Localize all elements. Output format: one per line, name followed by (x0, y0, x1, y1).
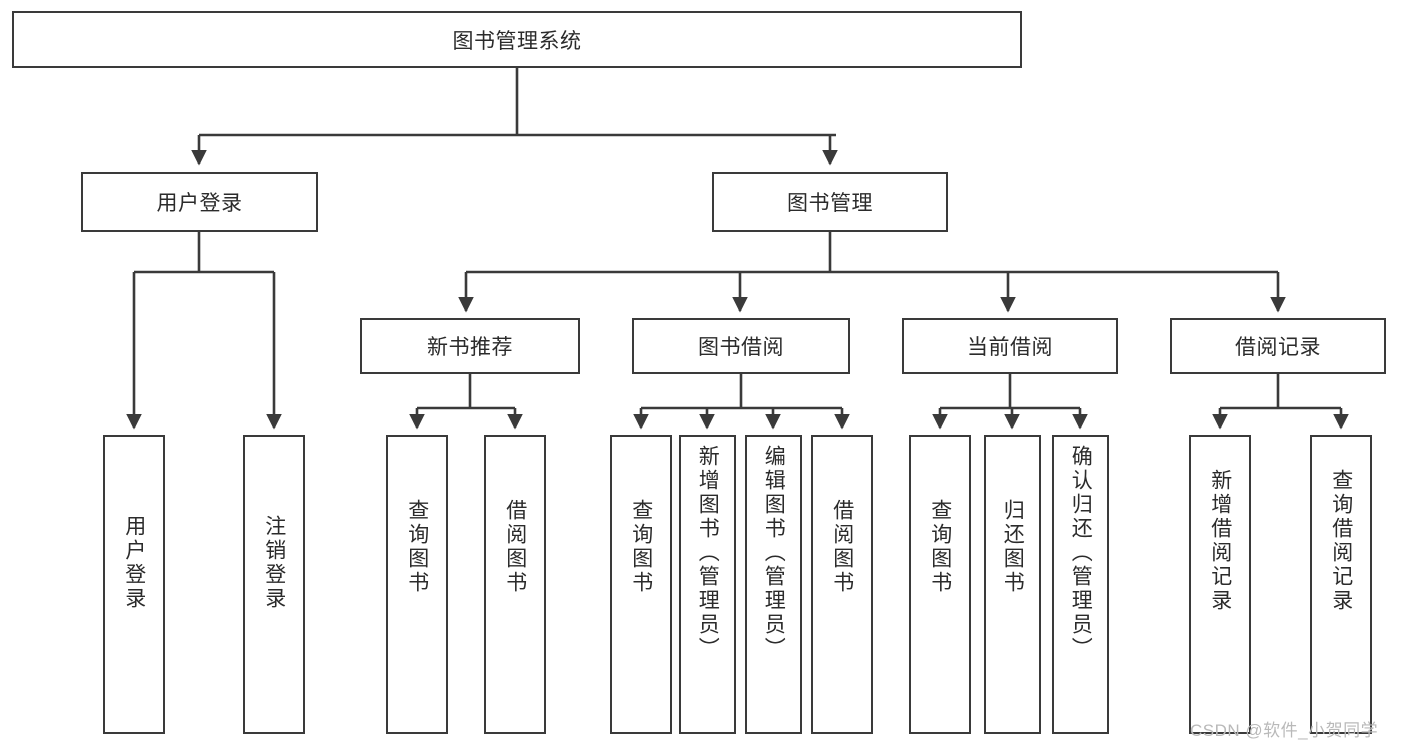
node-user-login-label: 用户登录 (156, 192, 243, 215)
leaf-query-book-3-label: 查询图书 (928, 499, 952, 595)
node-root-label: 图书管理系统 (452, 29, 582, 53)
leaf-borrow-book-1-label: 借阅图书 (503, 499, 527, 595)
node-current-borrow-label: 当前借阅 (967, 336, 1053, 359)
leaf-query-book-2-label: 查询图书 (629, 499, 653, 595)
leaf-user-logout-label: 注销登录 (262, 515, 286, 611)
node-current-borrow[interactable]: 当前借阅 (902, 318, 1118, 374)
leaf-borrow-book-2[interactable]: 借阅图书 (811, 435, 873, 734)
node-book-manage-label: 图书管理 (787, 192, 873, 215)
node-borrow-record-label: 借阅记录 (1235, 336, 1321, 359)
leaf-query-record-label: 查询借阅记录 (1329, 469, 1353, 613)
leaf-user-login[interactable]: 用户登录 (103, 435, 165, 734)
leaf-add-book-label: 新增图书（管理员） (696, 445, 720, 661)
leaf-query-book-2[interactable]: 查询图书 (610, 435, 672, 734)
leaf-add-book[interactable]: 新增图书（管理员） (679, 435, 736, 734)
leaf-query-book-3[interactable]: 查询图书 (909, 435, 971, 734)
leaf-query-record[interactable]: 查询借阅记录 (1310, 435, 1372, 734)
leaf-edit-book-label: 编辑图书（管理员） (762, 445, 786, 661)
node-borrow-record[interactable]: 借阅记录 (1170, 318, 1386, 374)
node-root[interactable]: 图书管理系统 (12, 11, 1022, 68)
leaf-query-book-1-label: 查询图书 (405, 499, 429, 595)
leaf-edit-book[interactable]: 编辑图书（管理员） (745, 435, 802, 734)
leaf-return-book-label: 归还图书 (1001, 499, 1025, 595)
leaf-borrow-book-1[interactable]: 借阅图书 (484, 435, 546, 734)
node-book-manage[interactable]: 图书管理 (712, 172, 948, 232)
node-book-borrow-label: 图书借阅 (698, 336, 784, 359)
leaf-borrow-book-2-label: 借阅图书 (830, 499, 854, 595)
leaf-return-book[interactable]: 归还图书 (984, 435, 1041, 734)
node-new-book-rec-label: 新书推荐 (427, 336, 513, 359)
leaf-user-logout[interactable]: 注销登录 (243, 435, 305, 734)
node-book-borrow[interactable]: 图书借阅 (632, 318, 850, 374)
leaf-user-login-label: 用户登录 (122, 515, 146, 611)
node-user-login[interactable]: 用户登录 (81, 172, 318, 232)
leaf-add-record-label: 新增借阅记录 (1208, 469, 1232, 613)
leaf-confirm-return-label: 确认归还（管理员） (1069, 445, 1093, 661)
leaf-add-record[interactable]: 新增借阅记录 (1189, 435, 1251, 734)
leaf-confirm-return[interactable]: 确认归还（管理员） (1052, 435, 1109, 734)
node-new-book-rec[interactable]: 新书推荐 (360, 318, 580, 374)
leaf-query-book-1[interactable]: 查询图书 (386, 435, 448, 734)
watermark-text: CSDN @软件_小贺同学 (1190, 721, 1379, 740)
